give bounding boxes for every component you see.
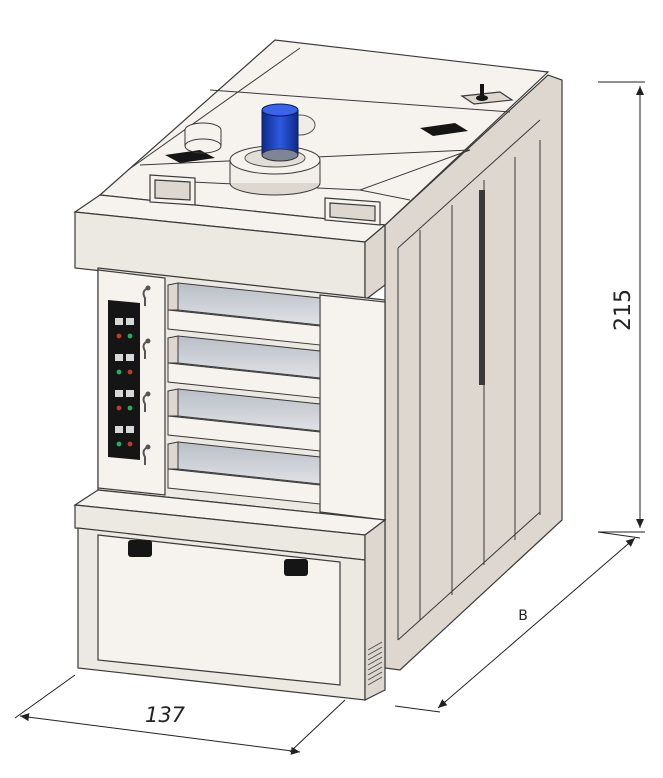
handle-group (142, 285, 151, 465)
dimension-width: 137 (14, 674, 346, 755)
panel-display (115, 390, 123, 397)
panel-display (115, 354, 123, 361)
door-handle-knob (145, 285, 151, 291)
deck-door (167, 309, 321, 346)
deck-group (167, 282, 321, 505)
deck-door (167, 415, 321, 452)
deck-bevel (167, 441, 179, 470)
chimney-right (324, 197, 381, 226)
drawer-handle-left (128, 540, 152, 557)
dimension-height: 215 (598, 81, 645, 533)
panel-led (127, 333, 133, 339)
panel-led (127, 369, 133, 375)
deck-door (167, 468, 321, 505)
panel-led (116, 369, 122, 375)
top-fitting (460, 84, 514, 105)
panel-display (126, 318, 134, 325)
deck-bevel (167, 335, 179, 364)
panel-led (116, 441, 122, 447)
top-grille-right (420, 123, 468, 136)
door-handle-knob (145, 391, 151, 397)
door-handle-knob (145, 338, 151, 344)
motor-body (261, 109, 299, 156)
chimney-left (149, 174, 196, 206)
drawer-handle-right (284, 559, 308, 576)
right-pillar (319, 294, 386, 521)
deck-bevel (167, 282, 179, 311)
top-seams (127, 47, 511, 201)
panel-display (115, 426, 123, 433)
panel-display (126, 426, 134, 433)
deck-door (167, 362, 321, 399)
exhaust-pipe (184, 122, 222, 154)
width-label: 137 (145, 703, 186, 727)
side-vent-slot (479, 190, 485, 385)
panel-led (116, 333, 122, 339)
fan-motor (229, 103, 321, 196)
panel-led (116, 405, 122, 411)
base-drawer (97, 534, 341, 686)
dimension-depth: B (394, 531, 641, 713)
side-grille (367, 641, 383, 686)
base-cabinet-side (364, 518, 386, 701)
panel-display (126, 390, 134, 397)
panel-display (115, 318, 123, 325)
height-label: 215 (611, 289, 636, 331)
top-header-side (364, 223, 386, 302)
door-handle-knob (145, 444, 151, 450)
deck-bevel (167, 388, 179, 417)
panel-display (126, 354, 134, 361)
depth-label: B (518, 608, 528, 624)
panel-led (127, 405, 133, 411)
panel-led (127, 441, 133, 447)
control-panel (108, 300, 140, 460)
oven-body (73, 39, 563, 701)
